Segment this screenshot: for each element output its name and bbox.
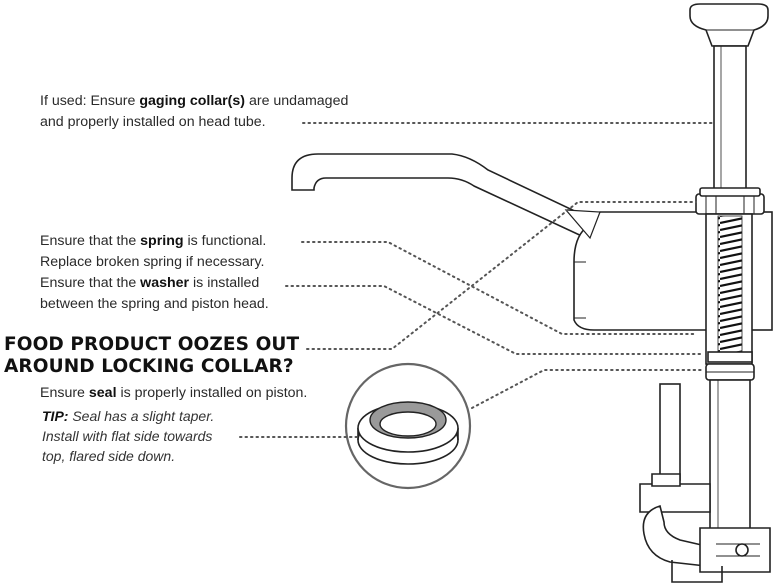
spring [717, 215, 743, 363]
pump-cylinder [659, 379, 751, 531]
spring-text-post: is functional. [183, 233, 267, 249]
gaging-collar-text-line2: and properly installed on head tube. [40, 114, 266, 130]
valve-assembly [639, 473, 771, 583]
tip-line2: Install with flat side towards [42, 428, 213, 444]
seal-term: seal [88, 385, 117, 401]
tip-line1: Seal has a slight taper. [68, 408, 215, 424]
washer-text-pre: Ensure that the [40, 275, 141, 291]
seal-text-pre: Ensure [40, 385, 89, 401]
seal-callout: Ensure seal is properly installed on pis… [40, 383, 307, 404]
leader-lines [239, 122, 713, 438]
plunger-knob-icon [689, 3, 769, 47]
heading-line2: AROUND LOCKING COLLAR? [4, 356, 294, 377]
washer-text-line2: between the spring and piston head. [40, 296, 269, 312]
washer [707, 351, 753, 363]
gaging-collar-text-pre: If used: Ensure [40, 93, 140, 109]
spring-text-pre: Ensure that the [40, 233, 141, 249]
gaging-collar-term: gaging collar(s) [139, 93, 246, 109]
gaging-collar-callout: If used: Ensure gaging collar(s) are und… [40, 91, 348, 133]
spring-term: spring [140, 233, 184, 249]
seal-ring-icon [344, 362, 472, 490]
pump-head [564, 209, 773, 331]
piston-head [705, 363, 755, 381]
plunger-rod [713, 45, 747, 195]
heading-line1: FOOD PRODUCT OOZES OUT [4, 334, 300, 355]
seal-text-post: is properly installed on piston. [116, 385, 308, 401]
washer-callout: Ensure that the washer is installed betw… [40, 273, 269, 315]
troubleshooting-heading: FOOD PRODUCT OOZES OUT AROUND LOCKING CO… [4, 334, 299, 378]
spout-icon [291, 153, 600, 239]
tip-label: TIP: [42, 408, 69, 424]
locking-collar [695, 187, 765, 215]
washer-text-post: is installed [189, 275, 260, 291]
spring-callout: Ensure that the spring is functional. Re… [40, 231, 266, 273]
spring-text-line2: Replace broken spring if necessary. [40, 254, 265, 270]
tip-line3: top, flared side down. [42, 448, 176, 464]
washer-term: washer [140, 275, 190, 291]
gaging-collar-text-post: are undamaged [245, 93, 349, 109]
tip-note: TIP: Seal has a slight taper. Install wi… [42, 406, 214, 466]
